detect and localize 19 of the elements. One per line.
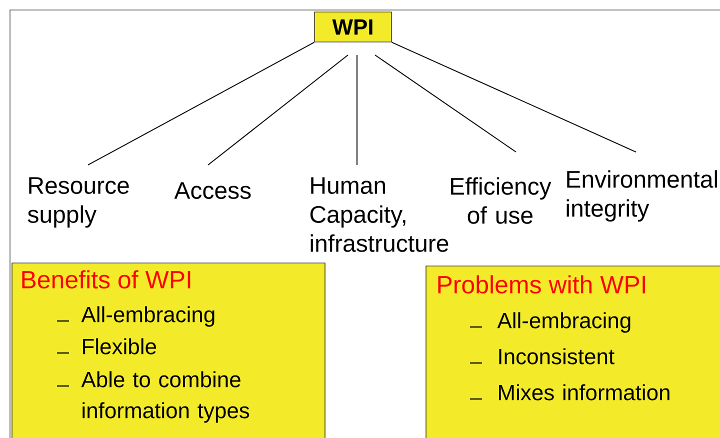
list-item: All-embracing	[57, 306, 214, 327]
connector-line	[391, 42, 636, 152]
connector-line	[374, 54, 516, 152]
category-label: Resource supply	[28, 177, 129, 228]
list-item: Able to combine information types	[57, 371, 250, 423]
connector-line	[88, 42, 315, 166]
connector-line	[208, 54, 348, 166]
category-label: Access	[174, 182, 251, 199]
list-item: Flexible	[57, 338, 156, 354]
connector-line	[356, 54, 358, 166]
category-label: Environmental integrity	[566, 170, 717, 222]
box-heading: Benefits of WPI	[22, 270, 190, 289]
box-heading: Problems with WPI	[438, 275, 646, 294]
list-item: All-embracing	[470, 312, 630, 333]
list-item: Inconsistent	[470, 348, 614, 364]
category-label: Efficiency of use	[451, 177, 552, 224]
title-box: WPI	[314, 12, 392, 42]
list-item: Mixes information	[470, 384, 670, 400]
category-label: Human Capacity, infrastructure	[310, 177, 448, 252]
